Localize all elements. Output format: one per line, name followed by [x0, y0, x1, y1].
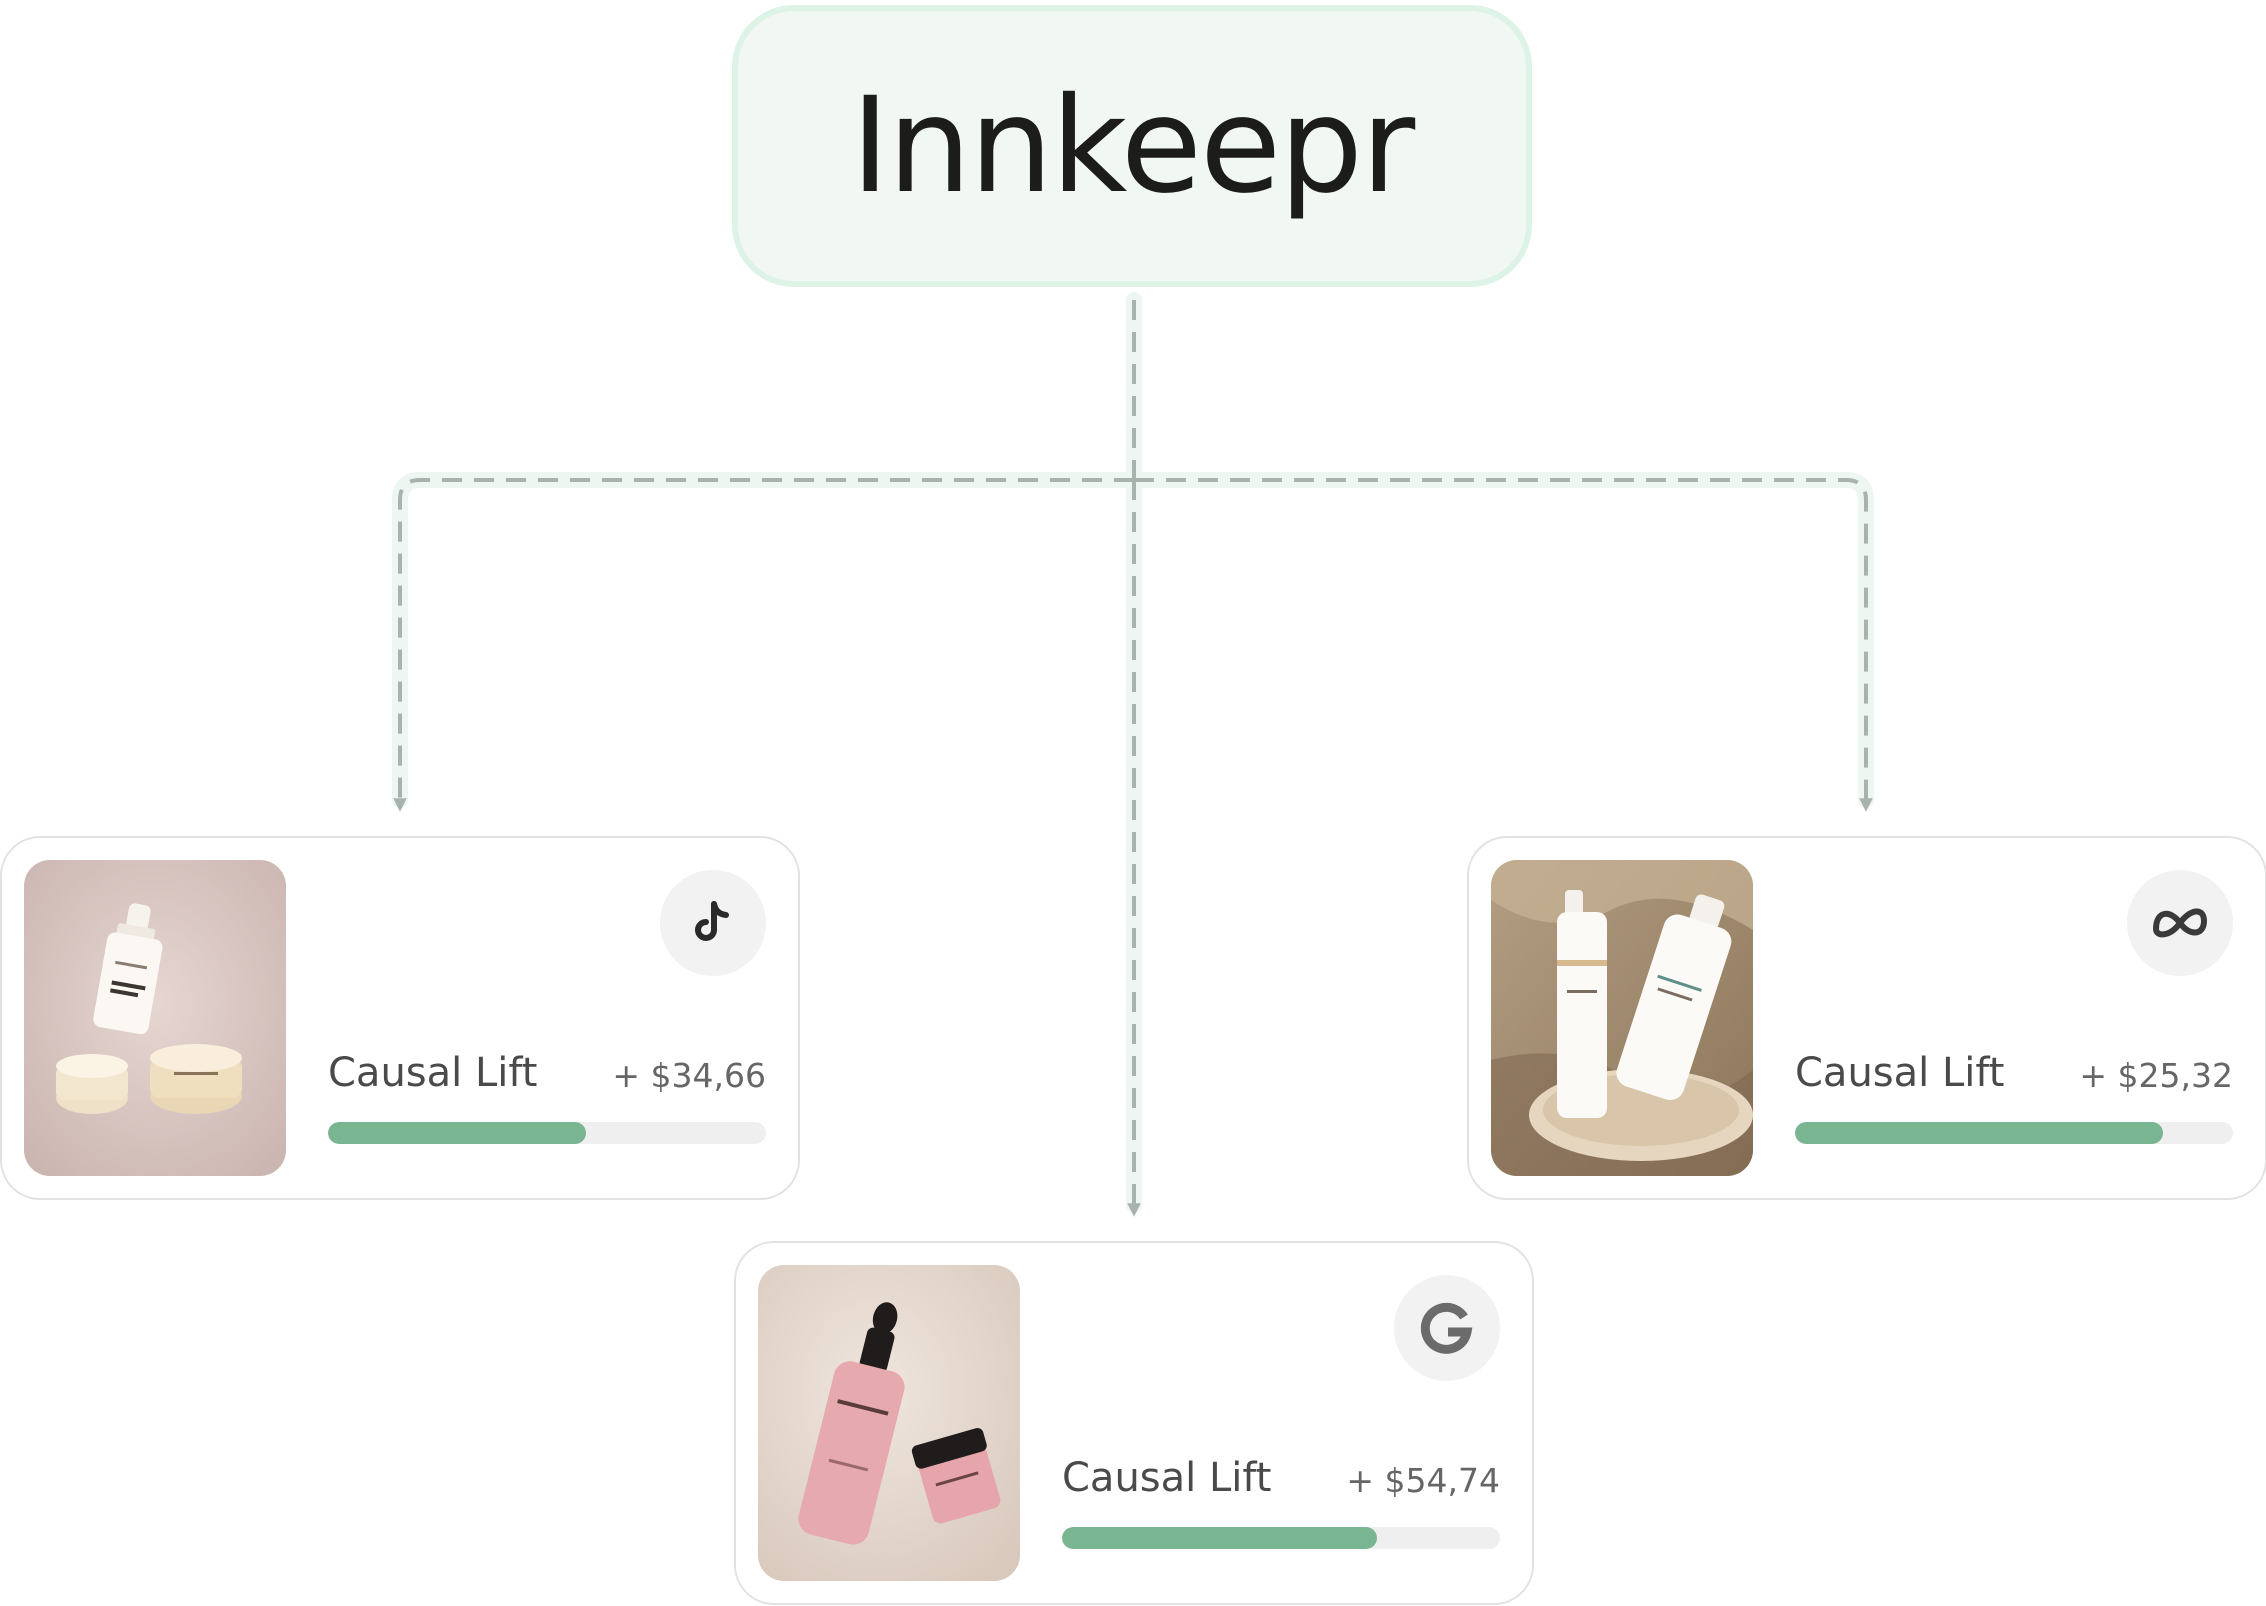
- meta-icon: [2127, 870, 2233, 976]
- causal-lift-progress-fill: [1795, 1122, 2163, 1144]
- connector-to-meta: [1134, 478, 1873, 812]
- innkeepr-node: Innkeepr: [732, 5, 1532, 287]
- tiktok-card: Causal Lift + $34,66: [0, 836, 800, 1200]
- google-icon: [1394, 1275, 1500, 1381]
- causal-lift-progress-fill: [328, 1122, 587, 1144]
- causal-lift-value: + $54,74: [1346, 1461, 1500, 1500]
- causal-lift-value: + $34,66: [612, 1056, 766, 1095]
- causal-lift-progress-track: [328, 1122, 766, 1144]
- product-image-tiktok: [24, 860, 286, 1176]
- causal-lift-value: + $25,32: [2079, 1056, 2233, 1095]
- connector-to-tiktok: [393, 478, 1134, 812]
- causal-lift-label: Causal Lift: [1795, 1050, 2005, 1096]
- tiktok-icon: [660, 870, 766, 976]
- connector-dashes: [393, 300, 1873, 1217]
- product-image-google: [758, 1265, 1020, 1581]
- causal-lift-progress-fill: [1062, 1527, 1378, 1549]
- causal-lift-label: Causal Lift: [328, 1050, 538, 1096]
- causal-lift-progress-track: [1795, 1122, 2233, 1144]
- causal-lift-progress-track: [1062, 1527, 1500, 1549]
- meta-card: Causal Lift + $25,32: [1467, 836, 2266, 1200]
- causal-lift-label: Causal Lift: [1062, 1455, 1272, 1501]
- product-image-meta: [1491, 860, 1753, 1176]
- google-card: Causal Lift + $54,74: [734, 1241, 1534, 1605]
- brand-title: Innkeepr: [850, 69, 1415, 223]
